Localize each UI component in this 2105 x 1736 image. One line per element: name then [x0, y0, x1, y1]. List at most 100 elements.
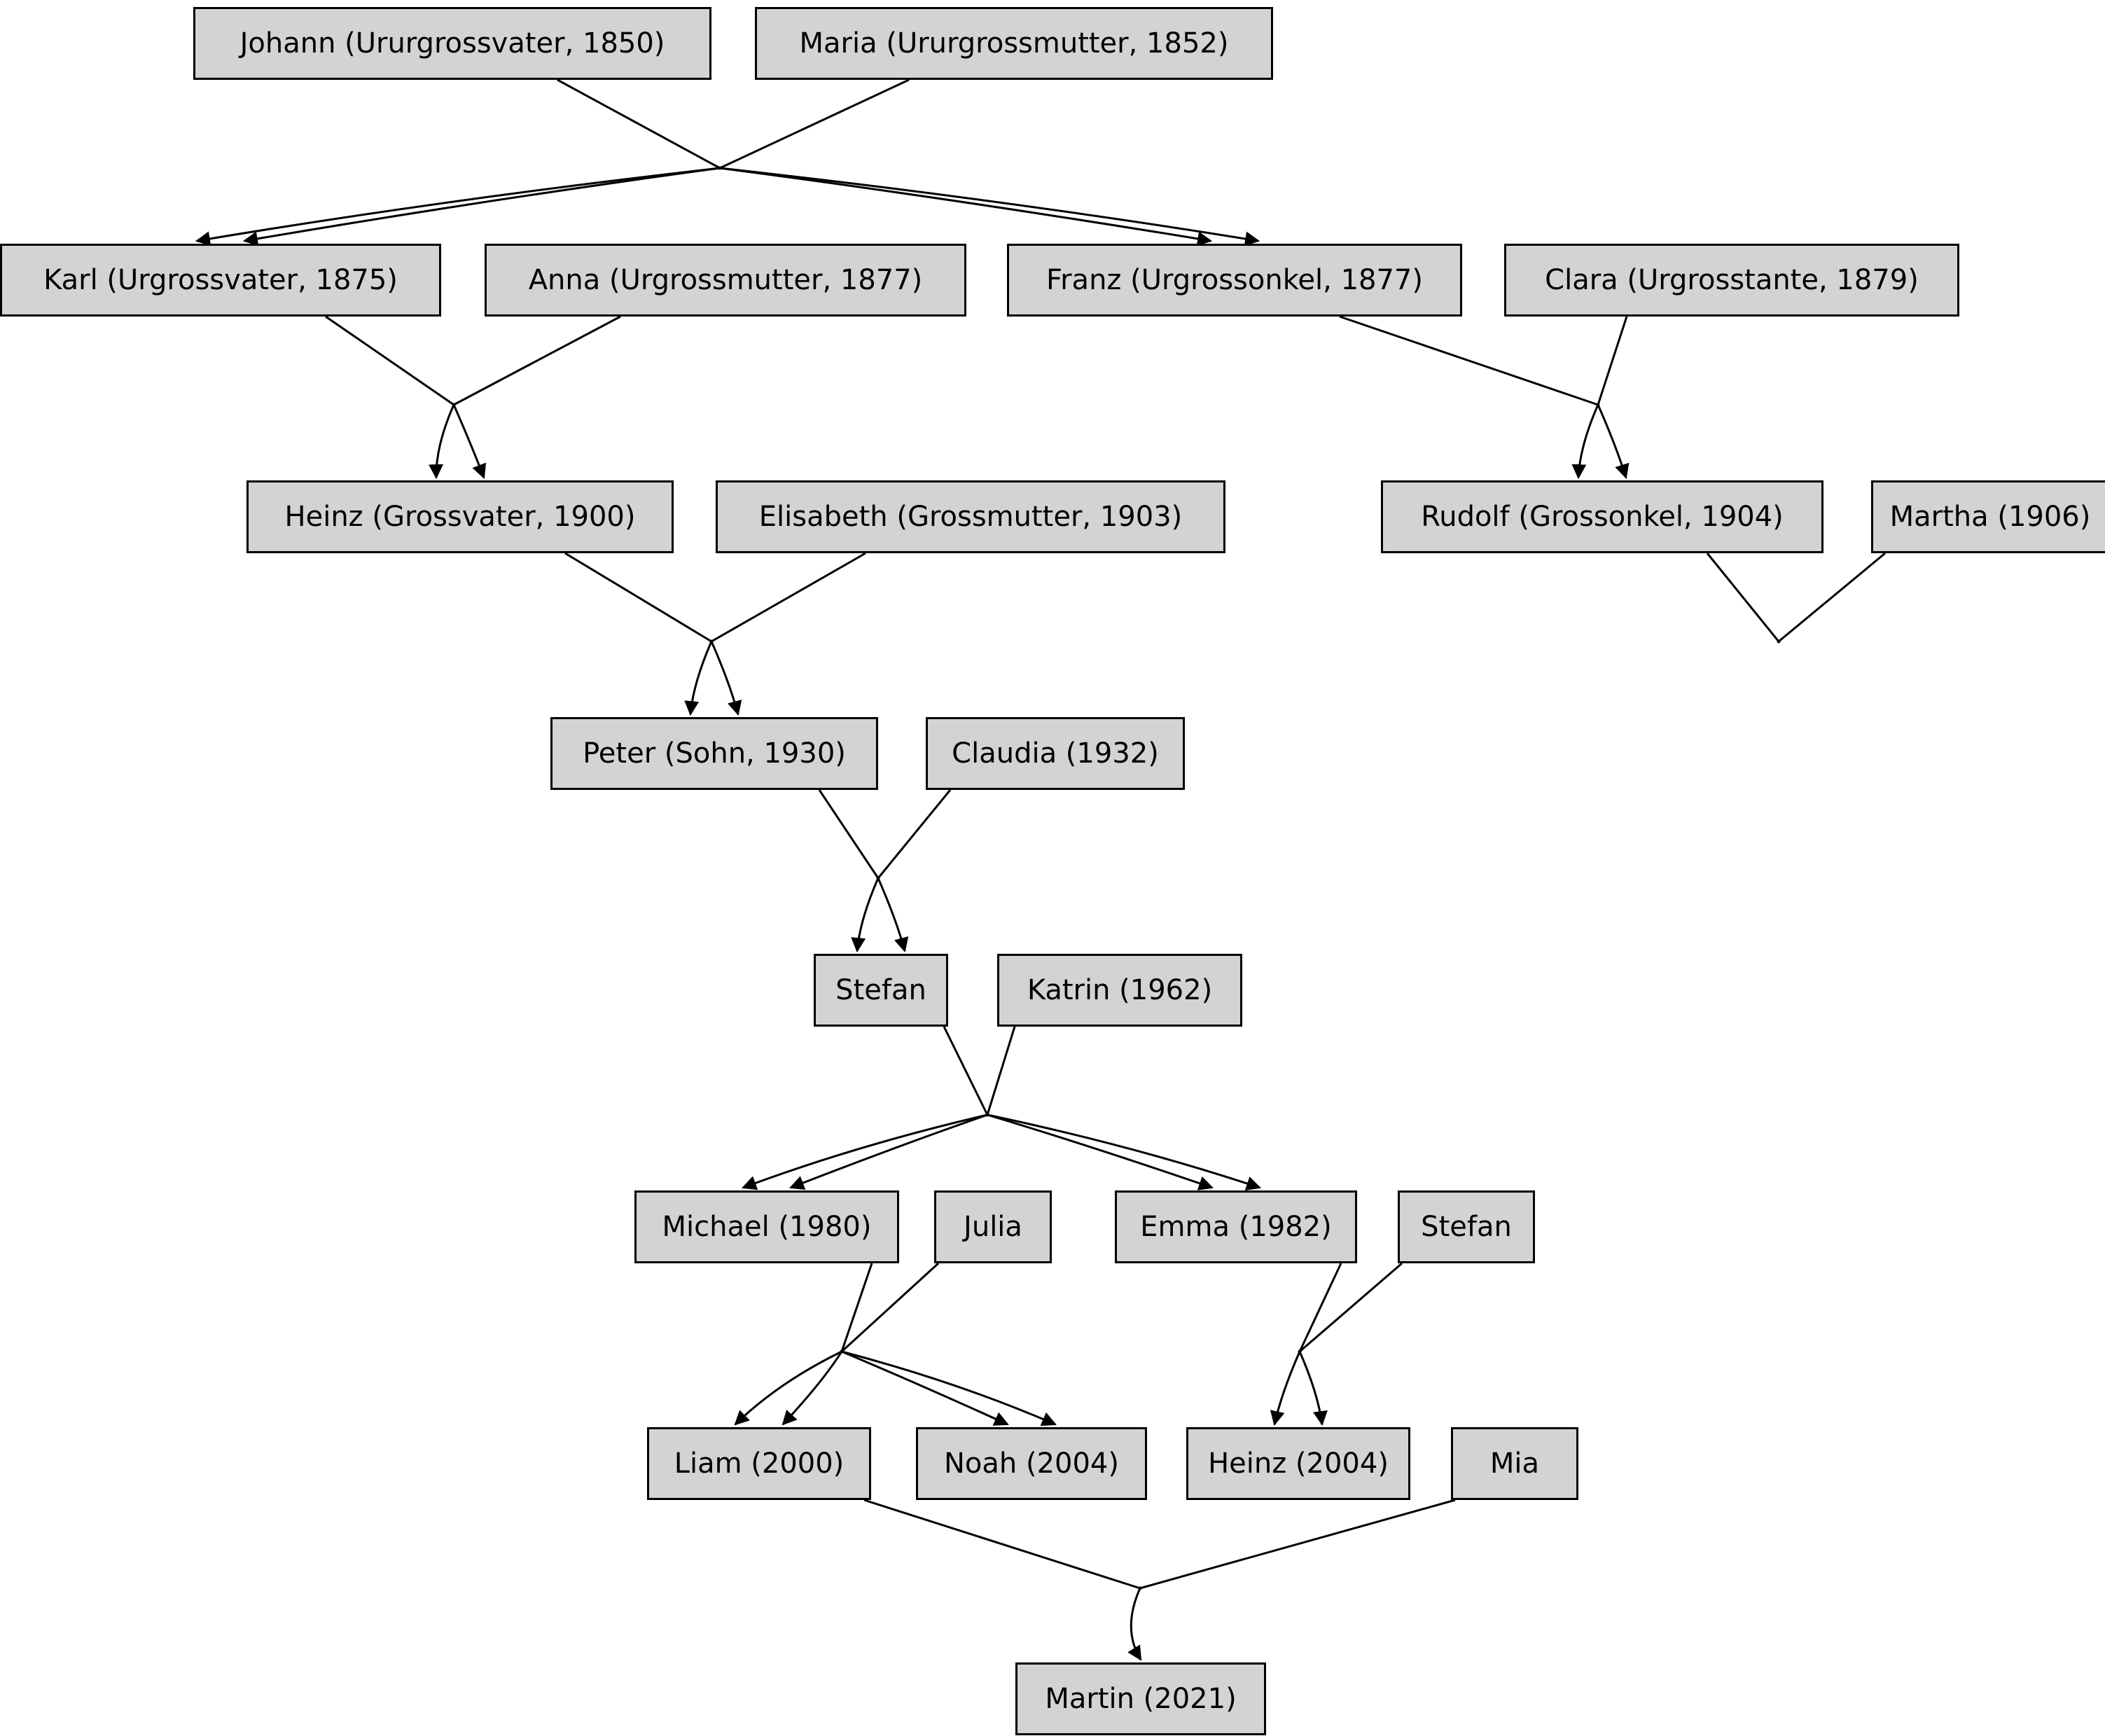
person-node-label: Johann (Ururgrossvater, 1850)	[239, 27, 665, 60]
family-edge	[711, 552, 866, 643]
family-edge	[684, 641, 713, 716]
person-node-label: Martin (2021)	[1045, 1683, 1237, 1715]
family-edge	[851, 877, 880, 953]
family-edge	[242, 167, 721, 246]
person-node-maria[interactable]: Maria (Ururgrossmutter, 1852)	[755, 7, 1273, 80]
family-edge	[877, 789, 952, 879]
family-edge	[1339, 315, 1599, 406]
person-node-peter[interactable]: Peter (Sohn, 1930)	[550, 717, 878, 790]
family-edge	[452, 404, 487, 479]
person-node-label: Emma (1982)	[1140, 1211, 1332, 1243]
person-node-stefan2[interactable]: Stefan	[1398, 1190, 1535, 1263]
family-edge	[1597, 316, 1628, 405]
person-node-label: Karl (Urgrossvater, 1875)	[43, 264, 398, 296]
family-edge	[564, 552, 712, 643]
family-edge	[1298, 1351, 1328, 1426]
person-node-label: Liam (2000)	[674, 1447, 845, 1480]
person-node-label: Elisabeth (Grossmutter, 1903)	[758, 501, 1183, 533]
person-node-label: Claudia (1932)	[952, 737, 1159, 770]
person-node-martin[interactable]: Martin (2021)	[1015, 1662, 1266, 1735]
person-node-martha[interactable]: Martha (1906)	[1871, 480, 2105, 553]
person-node-label: Stefan	[1421, 1211, 1512, 1243]
person-node-heinz2[interactable]: Heinz (2004)	[1186, 1427, 1410, 1500]
person-node-label: Heinz (Grossvater, 1900)	[284, 501, 636, 533]
person-node-label: Mia	[1489, 1447, 1540, 1480]
person-node-label: Michael (1980)	[662, 1211, 872, 1243]
person-node-clara[interactable]: Clara (Urgrosstante, 1879)	[1504, 244, 1959, 317]
person-node-label: Heinz (2004)	[1208, 1447, 1389, 1480]
family-edge	[987, 1113, 1261, 1191]
union-junction-dot	[709, 639, 714, 644]
family-edge	[841, 1350, 1057, 1426]
family-edge	[1571, 404, 1599, 480]
person-node-label: Peter (Sohn, 1930)	[583, 737, 846, 770]
family-edge	[719, 167, 1260, 246]
family-edge	[325, 315, 454, 406]
person-node-michael[interactable]: Michael (1980)	[634, 1190, 899, 1263]
family-edge	[840, 1262, 940, 1353]
person-node-julia[interactable]: Julia	[934, 1190, 1052, 1263]
family-edge	[781, 1351, 843, 1426]
family-edge	[1127, 1588, 1142, 1661]
union-junction-dot	[876, 876, 880, 880]
person-node-claudia[interactable]: Claudia (1932)	[926, 717, 1185, 790]
family-edge	[1298, 1263, 1342, 1352]
family-edge	[841, 1350, 1009, 1426]
union-junction-dot	[1298, 1349, 1302, 1354]
union-junction-dot	[840, 1349, 844, 1354]
family-edge	[943, 1026, 989, 1116]
family-edge	[710, 641, 742, 716]
person-node-stefan1[interactable]: Stefan	[814, 954, 948, 1027]
person-node-label: Katrin (1962)	[1027, 974, 1213, 1006]
person-node-label: Anna (Urgrossmutter, 1877)	[528, 264, 923, 296]
family-edge	[877, 877, 909, 953]
union-junction-dot	[1596, 403, 1600, 407]
person-node-label: Martha (1906)	[1889, 501, 2091, 533]
family-edge	[734, 1350, 842, 1426]
family-edge	[429, 404, 455, 480]
person-node-label: Stefan	[835, 974, 926, 1006]
family-edge	[1706, 553, 1780, 642]
union-junction-dot	[1777, 639, 1781, 644]
family-edge	[1597, 404, 1630, 480]
person-node-rudolf[interactable]: Rudolf (Grossonkel, 1904)	[1381, 480, 1823, 553]
family-edge	[863, 1499, 1141, 1590]
person-node-label: Julia	[964, 1211, 1022, 1243]
family-edge	[1299, 1262, 1403, 1353]
family-edge	[1270, 1351, 1301, 1426]
person-node-label: Franz (Urgrossonkel, 1877)	[1046, 264, 1423, 296]
person-node-label: Noah (2004)	[944, 1447, 1119, 1480]
union-junction-dot	[718, 166, 722, 170]
union-junction-dot	[452, 403, 456, 407]
person-node-elisabeth[interactable]: Elisabeth (Grossmutter, 1903)	[716, 480, 1225, 553]
family-edge	[986, 1026, 1016, 1116]
person-node-emma[interactable]: Emma (1982)	[1115, 1190, 1357, 1263]
family-edge	[719, 167, 1213, 246]
person-node-anna[interactable]: Anna (Urgrossmutter, 1877)	[485, 244, 966, 317]
family-edge	[987, 1113, 1214, 1190]
person-node-label: Clara (Urgrosstante, 1879)	[1545, 264, 1919, 296]
person-node-heinz1[interactable]: Heinz (Grossvater, 1900)	[246, 480, 674, 553]
person-node-liam[interactable]: Liam (2000)	[647, 1427, 871, 1500]
person-node-label: Rudolf (Grossonkel, 1904)	[1421, 501, 1784, 533]
family-edge	[719, 78, 910, 169]
person-node-noah[interactable]: Noah (2004)	[916, 1427, 1147, 1500]
person-node-franz[interactable]: Franz (Urgrossonkel, 1877)	[1007, 244, 1462, 317]
family-edge	[742, 1113, 988, 1190]
union-junction-dot	[1138, 1586, 1142, 1590]
family-edge	[1139, 1499, 1456, 1590]
family-edge	[453, 315, 621, 406]
person-node-karl[interactable]: Karl (Urgrossvater, 1875)	[0, 244, 441, 317]
person-node-mia[interactable]: Mia	[1451, 1427, 1578, 1500]
family-edge	[789, 1113, 988, 1190]
family-edge	[1778, 552, 1886, 643]
person-node-katrin[interactable]: Katrin (1962)	[997, 954, 1242, 1027]
family-edge	[195, 167, 721, 246]
union-junction-dot	[985, 1113, 989, 1117]
person-node-johann[interactable]: Johann (Ururgrossvater, 1850)	[193, 7, 711, 80]
family-edge	[557, 78, 721, 169]
person-node-label: Maria (Ururgrossmutter, 1852)	[799, 27, 1229, 60]
family-edge	[818, 789, 880, 879]
edge-paths	[195, 78, 1886, 1661]
